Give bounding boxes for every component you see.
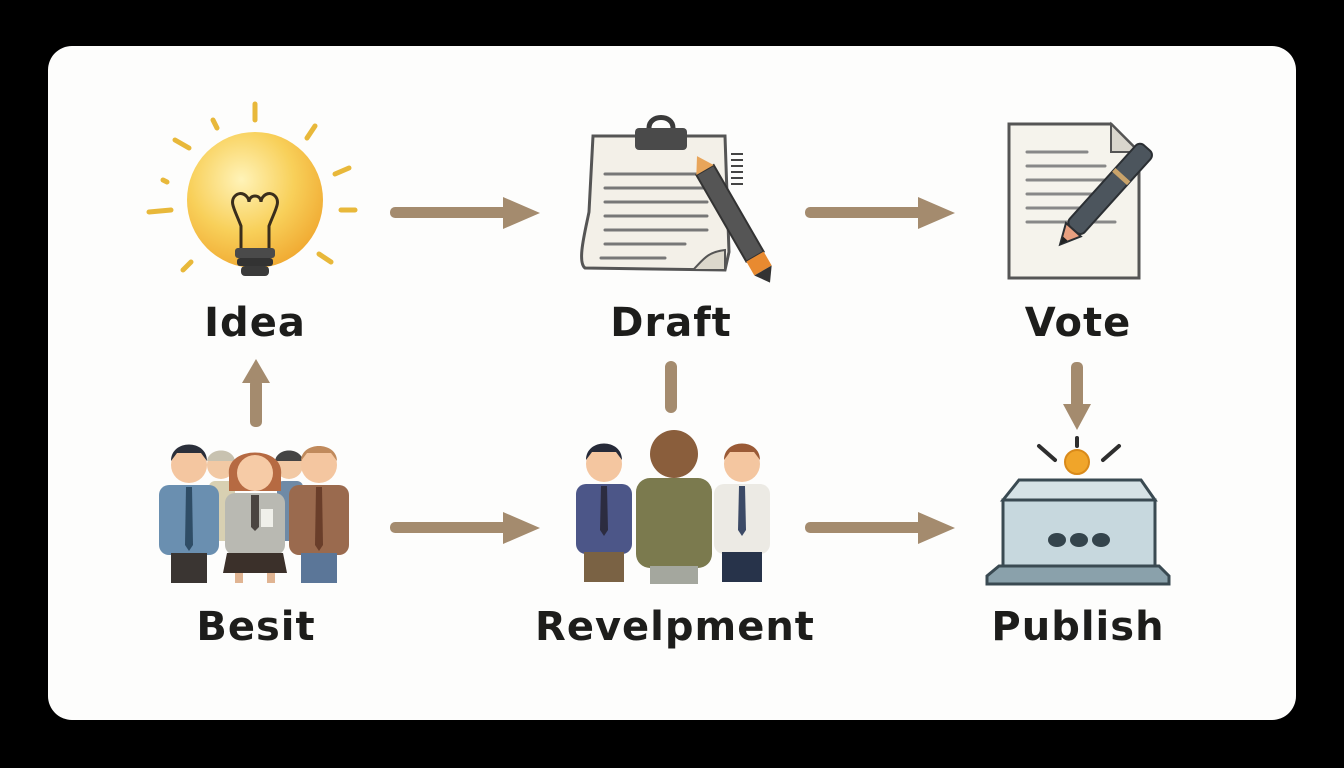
node-label-revelpment: Revelpment <box>535 604 815 650</box>
node-label-publish: Publish <box>991 604 1165 650</box>
node-label-besit: Besit <box>196 604 316 650</box>
connector-line <box>664 360 678 414</box>
arrow-up-icon <box>240 357 272 429</box>
three-people-icon <box>570 424 780 586</box>
ballot-box-coin-icon <box>983 436 1173 588</box>
lightbulb-icon <box>145 98 365 298</box>
group-of-people-icon <box>155 435 355 585</box>
node-label-idea: Idea <box>204 300 306 346</box>
node-label-vote: Vote <box>1024 300 1132 346</box>
document-pen-icon <box>1005 120 1165 285</box>
clipboard-pencil-icon <box>575 112 775 292</box>
node-label-draft: Draft <box>610 300 732 346</box>
arrow-right-icon <box>388 195 543 231</box>
arrow-right-icon <box>803 195 958 231</box>
arrow-right-icon <box>388 510 543 546</box>
arrow-right-icon <box>803 510 958 546</box>
arrow-down-icon <box>1061 360 1093 432</box>
